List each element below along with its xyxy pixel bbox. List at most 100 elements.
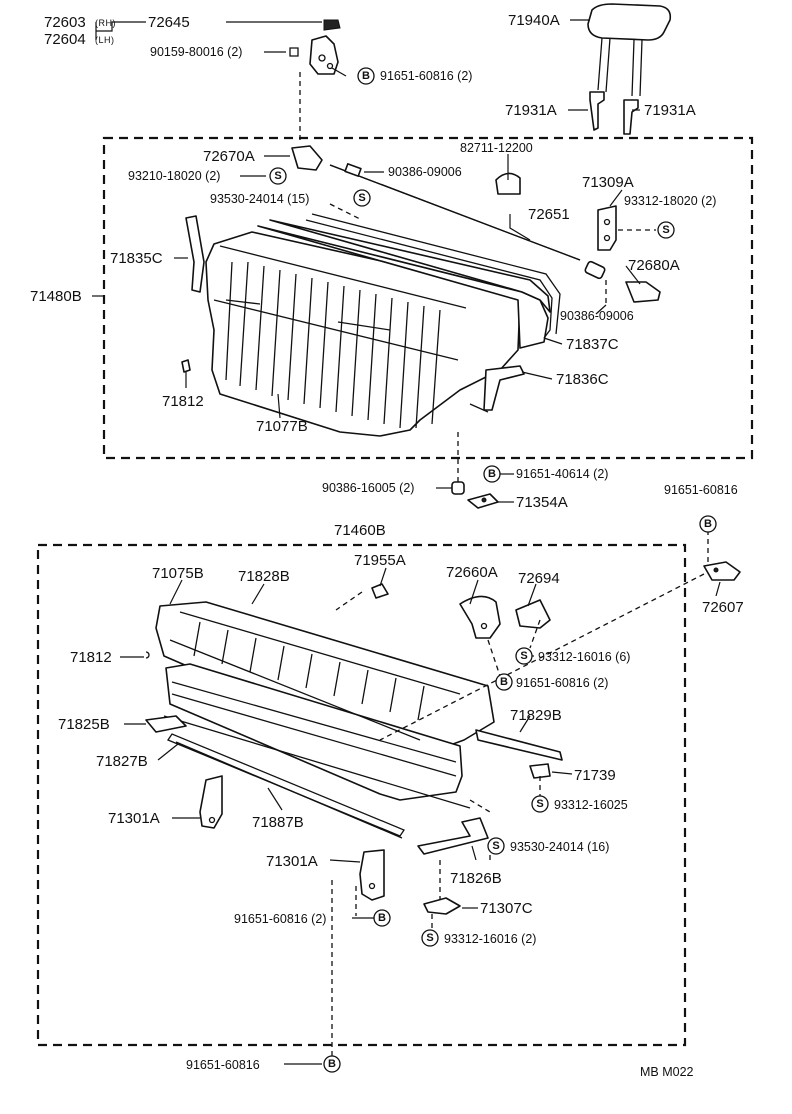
label-93312-18020: 93312-18020 (2): [624, 194, 716, 208]
label-71940A: 71940A: [508, 12, 560, 29]
marker-b-3: B: [699, 515, 717, 533]
label-72645: 72645: [148, 14, 190, 31]
label-71955A: 71955A: [354, 552, 406, 569]
label-93312-16016-2: 93312-16016 (2): [444, 932, 536, 946]
label-91651-60816-bottom: 91651-60816: [186, 1058, 260, 1072]
cushion-group-box: [36, 543, 687, 1047]
marker-s-6: S: [487, 837, 505, 855]
marker-s-2: S: [353, 189, 371, 207]
bracket-71354A-part: [467, 493, 499, 509]
label-90386-16005: 90386-16005 (2): [322, 481, 414, 495]
label-72670A: 72670A: [203, 148, 255, 165]
label-71887B: 71887B: [252, 814, 304, 831]
label-82711-12200: 82711-12200: [460, 141, 533, 155]
label-71309A: 71309A: [582, 174, 634, 191]
bracket-72607-part: [703, 561, 741, 581]
label-91651-60816-b: 91651-60816 (2): [516, 676, 608, 690]
label-71825B: 71825B: [58, 716, 110, 733]
wire-71825B-part: [145, 715, 187, 733]
clip-71739-part: [529, 763, 551, 779]
label-91651-60816-top: 91651-60816: [664, 483, 738, 497]
label-71812-bottom: 71812: [70, 649, 112, 666]
bracket-72694-part: [515, 599, 551, 629]
marker-s-7: S: [421, 929, 439, 947]
label-71460B: 71460B: [334, 522, 386, 539]
label-91651-60816-c: 91651-60816 (2): [234, 912, 326, 926]
label-72680A: 72680A: [628, 257, 680, 274]
connector-lines: [299, 72, 709, 1062]
label-71827B: 71827B: [96, 753, 148, 770]
svg-text:B: B: [488, 468, 496, 480]
headrest-support-left-part: [589, 91, 605, 131]
label-93312-16025: 93312-16025: [554, 798, 628, 812]
label-93530-24014-15: 93530-24014 (15): [210, 192, 309, 206]
marker-b-5: B: [373, 909, 391, 927]
marker-s-4: S: [515, 647, 533, 665]
svg-text:B: B: [378, 912, 386, 924]
button-71955A-part: [371, 583, 389, 599]
cable-clamp-82711-part: [495, 172, 521, 195]
lock-bracket-71309A-part: [597, 205, 617, 251]
svg-text:B: B: [328, 1058, 336, 1070]
headrest-support-right-part: [623, 99, 639, 135]
button-71812-bottom-part: [145, 651, 150, 659]
label-rh: (RH): [95, 18, 116, 28]
label-71307C: 71307C: [480, 900, 533, 917]
seat-cushion-71075B-part: [155, 601, 495, 801]
label-71812-top: 71812: [162, 393, 204, 410]
label-71739: 71739: [574, 767, 616, 784]
svg-text:S: S: [520, 650, 527, 662]
label-90386-09006-a: 90386-09006: [388, 165, 462, 179]
marker-s-5: S: [531, 795, 549, 813]
label-71829B: 71829B: [510, 707, 562, 724]
leader-lines: [92, 19, 721, 1065]
bar-71829B-part: [475, 729, 563, 761]
pin-90386-16005-part: [451, 481, 465, 495]
label-91651-40614: 91651-40614 (2): [516, 467, 608, 481]
seatback-cushion-71077B-part: [205, 219, 551, 437]
label-72604: 72604: [44, 31, 86, 48]
label-71077B: 71077B: [256, 418, 308, 435]
svg-text:S: S: [274, 170, 281, 182]
label-72651: 72651: [528, 206, 570, 223]
svg-text:S: S: [662, 224, 669, 236]
label-71480B: 71480B: [30, 288, 82, 305]
bracket-71307C-part: [423, 897, 461, 915]
label-71301A-right: 71301A: [266, 853, 318, 870]
marker-s-3: S: [657, 221, 675, 239]
hinge-bracket-72603-part: [289, 19, 341, 75]
headrest-71940A-part: [587, 3, 672, 97]
label-90159-80016: 90159-80016 (2): [150, 45, 242, 59]
bracket-71836C-part: [469, 365, 525, 413]
label-91651-60816-a: 91651-60816 (2): [380, 69, 472, 83]
label-93210-18020: 93210-18020 (2): [128, 169, 220, 183]
label-71931A-right: 71931A: [644, 102, 696, 119]
wire-71826B-part: [417, 817, 489, 855]
label-71354A: 71354A: [516, 494, 568, 511]
marker-b-2: B: [483, 465, 501, 483]
release-cable-72651-part: [291, 145, 661, 303]
svg-text:S: S: [492, 840, 499, 852]
part-labels: 72603 (RH) 72604 (LH) 72645 90159-80016 …: [30, 12, 744, 1079]
label-71301A-left: 71301A: [108, 810, 160, 827]
label-72603: 72603: [44, 14, 86, 31]
label-93312-16016-6: 93312-16016 (6): [538, 650, 630, 664]
svg-text:B: B: [362, 70, 370, 82]
svg-text:S: S: [358, 192, 365, 204]
label-71836C: 71836C: [556, 371, 609, 388]
label-lh: (LH): [95, 35, 115, 45]
svg-text:B: B: [500, 676, 508, 688]
wire-71827B-part: [175, 741, 403, 839]
label-71837C: 71837C: [566, 336, 619, 353]
label-93530-24014-16: 93530-24014 (16): [510, 840, 609, 854]
svg-text:S: S: [426, 932, 433, 944]
label-72694: 72694: [518, 570, 560, 587]
seatback-frame-71837C-part: [305, 213, 561, 339]
label-71075B: 71075B: [152, 565, 204, 582]
label-71931A-left: 71931A: [505, 102, 557, 119]
svg-text:B: B: [704, 518, 712, 530]
label-71835C: 71835C: [110, 250, 163, 267]
bracket-71301A-right-part: [359, 849, 385, 901]
marker-s-1: S: [269, 167, 287, 185]
